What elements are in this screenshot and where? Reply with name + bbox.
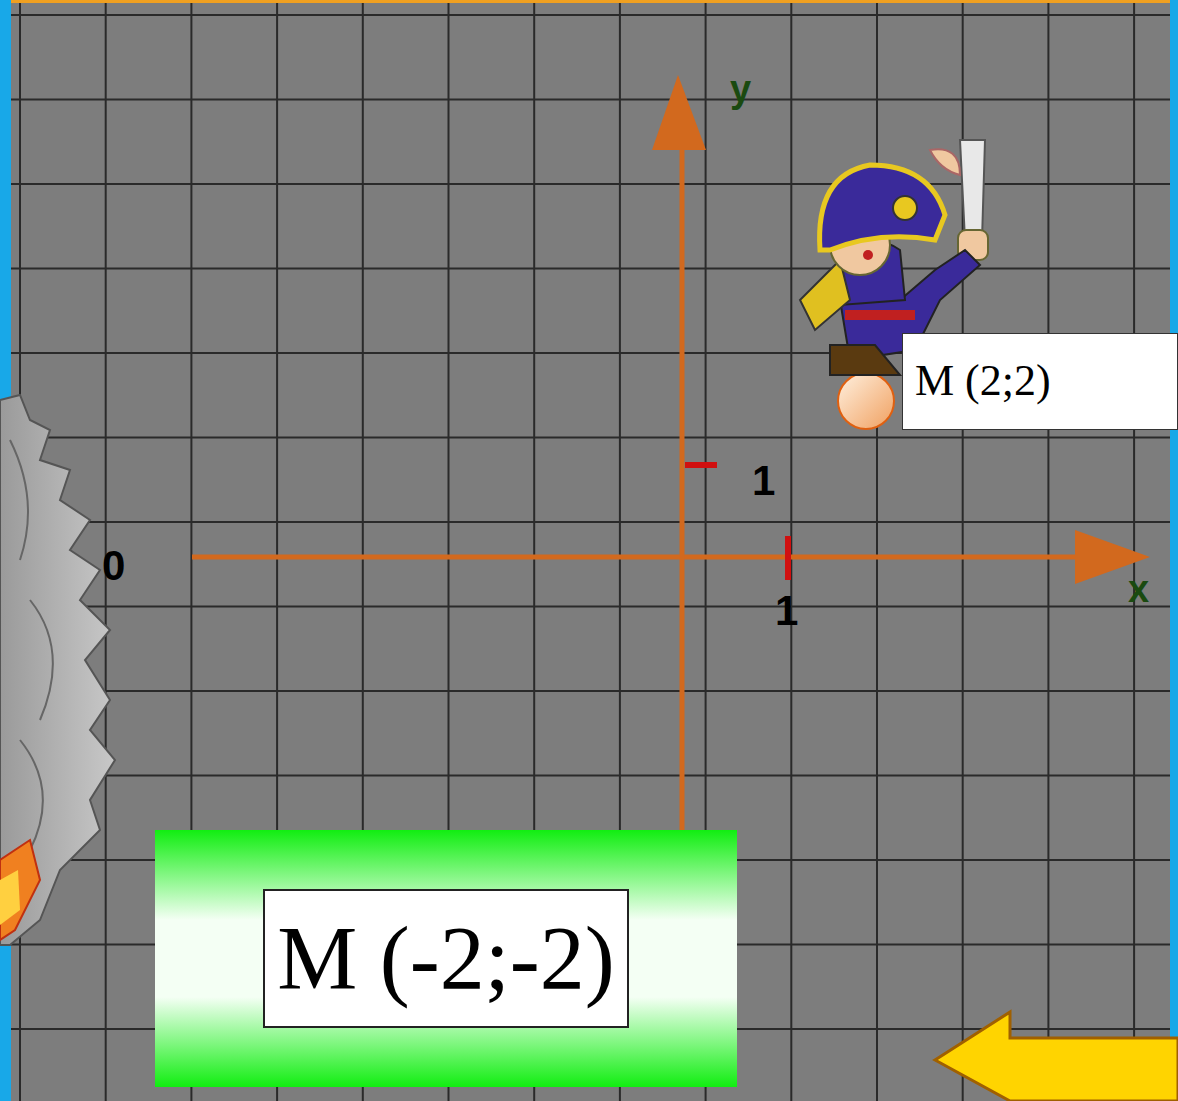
axis-name: y bbox=[730, 70, 751, 108]
point-marker bbox=[838, 373, 894, 429]
origin-label: 0 bbox=[102, 545, 125, 587]
right-border bbox=[1170, 0, 1178, 1101]
point-label-box: M (2;2) bbox=[902, 333, 1178, 430]
grid-line bbox=[1047, 0, 1049, 1101]
axis-name: x bbox=[1128, 570, 1149, 608]
grid-line bbox=[0, 183, 1178, 185]
axes bbox=[192, 75, 1150, 830]
grid-line bbox=[0, 99, 1178, 101]
grid-line bbox=[0, 521, 1178, 523]
node-text: M (2;2) bbox=[915, 357, 1051, 405]
grid-line bbox=[0, 14, 1178, 16]
grid-line bbox=[1133, 0, 1135, 1101]
grid-line bbox=[0, 775, 1178, 777]
grid-line bbox=[0, 690, 1178, 692]
node-text: M (-2;-2) bbox=[263, 889, 628, 1028]
tick-number: 1 bbox=[775, 590, 798, 632]
back-arrow bbox=[935, 1012, 1178, 1101]
tick-number: 1 bbox=[752, 460, 775, 502]
grid-line bbox=[0, 437, 1178, 439]
lion-mane bbox=[0, 395, 115, 945]
top-border bbox=[0, 0, 1178, 3]
answer-box: M (-2;-2) bbox=[155, 830, 737, 1087]
grid-line bbox=[0, 606, 1178, 608]
grid-line bbox=[0, 268, 1178, 270]
